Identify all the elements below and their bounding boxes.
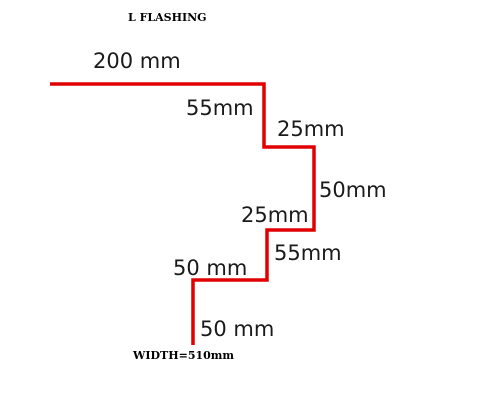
dimension-label-50-step: 50 mm: [173, 256, 247, 280]
dimension-label-25-lower: 25mm: [241, 203, 309, 227]
flashing-profile-line: [50, 82, 316, 345]
dimension-label-50-right: 50mm: [319, 178, 387, 202]
dimension-label-200: 200 mm: [93, 49, 181, 73]
dimension-label-55-lower: 55mm: [274, 241, 342, 265]
diagram-title: L FLASHING: [128, 11, 207, 24]
dimension-label-50-bottom: 50 mm: [200, 317, 274, 341]
dimension-label-25-upper: 25mm: [277, 117, 345, 141]
total-width-label: WIDTH=510mm: [132, 349, 234, 362]
dimension-label-55-upper: 55mm: [186, 96, 254, 120]
